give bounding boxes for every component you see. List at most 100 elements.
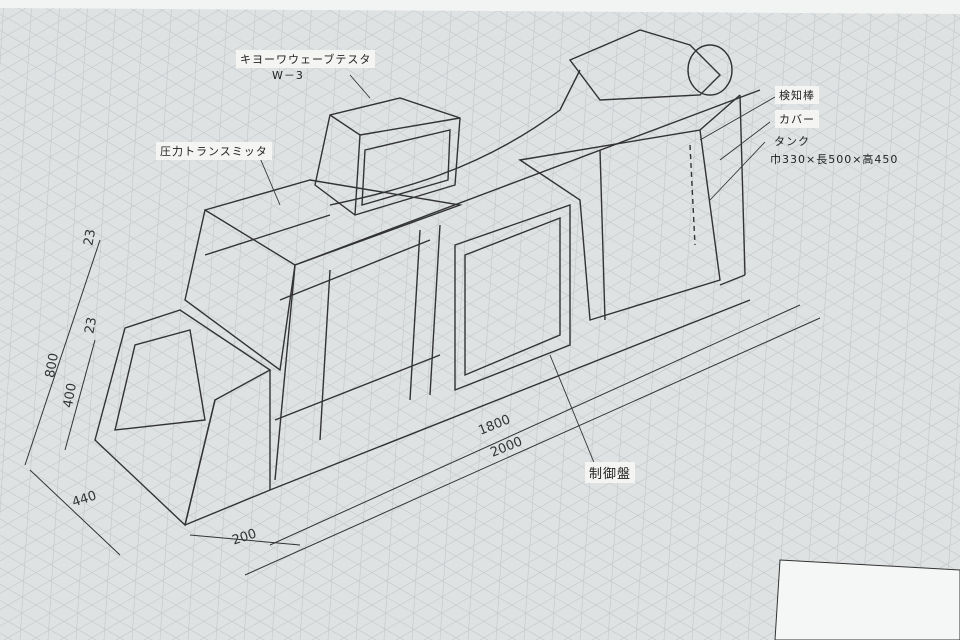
grid-line [355, 0, 397, 640]
grid-line [451, 344, 960, 640]
grid-line [0, 453, 321, 640]
grid-line [0, 632, 13, 640]
grid-line [507, 376, 960, 640]
grid-line [0, 0, 349, 203]
grid-line [0, 0, 237, 138]
grid-line [283, 246, 960, 640]
grid-line [479, 0, 960, 280]
grid-line [215, 0, 257, 640]
grid-line [311, 0, 960, 378]
grid-line [0, 388, 433, 640]
grid-line [299, 0, 341, 640]
grid-line [843, 0, 960, 68]
grid-line [75, 0, 117, 640]
grid-line [0, 0, 153, 89]
grid-line [0, 0, 209, 122]
tank [518, 129, 721, 321]
grid-line [243, 0, 285, 640]
grid-line [0, 372, 461, 640]
grid-line [339, 278, 960, 640]
grid-line [955, 637, 960, 640]
label-cover: カバー [775, 110, 819, 128]
grid-line [227, 0, 960, 427]
grid-line [131, 0, 173, 640]
grid-line [943, 379, 960, 640]
motor [568, 29, 721, 101]
grid-line [899, 604, 960, 640]
grid-line [47, 0, 89, 640]
grid-line [0, 518, 209, 640]
grid-line [0, 0, 461, 268]
label-detection-rod: 検知棒 [775, 86, 819, 104]
grid-line [731, 0, 960, 134]
grid-line [0, 127, 881, 640]
grid-line [31, 0, 960, 541]
grid-line [0, 0, 33, 517]
grid-line [0, 0, 517, 301]
grid-line [31, 99, 960, 640]
paper-edge [0, 0, 960, 14]
grid-line [647, 0, 960, 182]
dimension-lines [24, 239, 821, 576]
grid-line [311, 262, 960, 640]
grid-line [0, 551, 153, 640]
grid-line [927, 621, 960, 640]
grid-line [0, 0, 321, 187]
grid-line [0, 616, 41, 640]
grid-line [871, 0, 960, 52]
grid-line [0, 600, 69, 640]
grid-line [0, 339, 517, 640]
grid-line [871, 588, 960, 640]
grid-line [535, 392, 960, 640]
frame-structure [24, 29, 821, 576]
grid-line [719, 0, 761, 640]
grid-line [0, 0, 97, 57]
label-wave-tester-model: W－3 [272, 69, 304, 82]
grid-line [731, 506, 960, 640]
grid-line [423, 0, 960, 313]
grid-line [103, 0, 145, 640]
grid-line [159, 0, 201, 640]
grid-line [619, 441, 960, 640]
grid-line [0, 241, 685, 640]
grid-line [0, 437, 349, 640]
grid-line [915, 0, 957, 640]
grid-line [0, 0, 69, 40]
grid-line [0, 0, 125, 73]
grid-line [255, 0, 960, 410]
grid-line [0, 0, 405, 236]
left-box [94, 309, 272, 527]
grid-line [0, 0, 573, 334]
grid-line [495, 0, 537, 640]
label-pressure-transmitter: 圧力トランスミッタ [156, 142, 272, 160]
grid-line [607, 0, 649, 640]
grid-line [647, 458, 960, 640]
grid-line [0, 0, 741, 431]
grid-line [927, 0, 960, 19]
grid-line [0, 0, 13, 8]
grid-line [3, 83, 960, 640]
grid-line [87, 0, 960, 508]
grid-line [0, 404, 405, 640]
grid-line [0, 0, 937, 545]
grid-line [0, 0, 909, 529]
grid-line [367, 295, 960, 640]
grid-line [955, 0, 960, 3]
grid-line [0, 0, 657, 383]
grid-line [339, 0, 960, 362]
grid-line [759, 523, 960, 640]
grid-line [0, 469, 293, 640]
grid-line [227, 213, 960, 640]
grid-line [507, 0, 960, 264]
grid-line [0, 486, 265, 640]
label-control-panel: 制御盤 [585, 462, 636, 483]
grid-line [563, 409, 960, 640]
grid-line [0, 0, 769, 448]
grid-line [859, 0, 901, 640]
grid-line [635, 0, 677, 640]
